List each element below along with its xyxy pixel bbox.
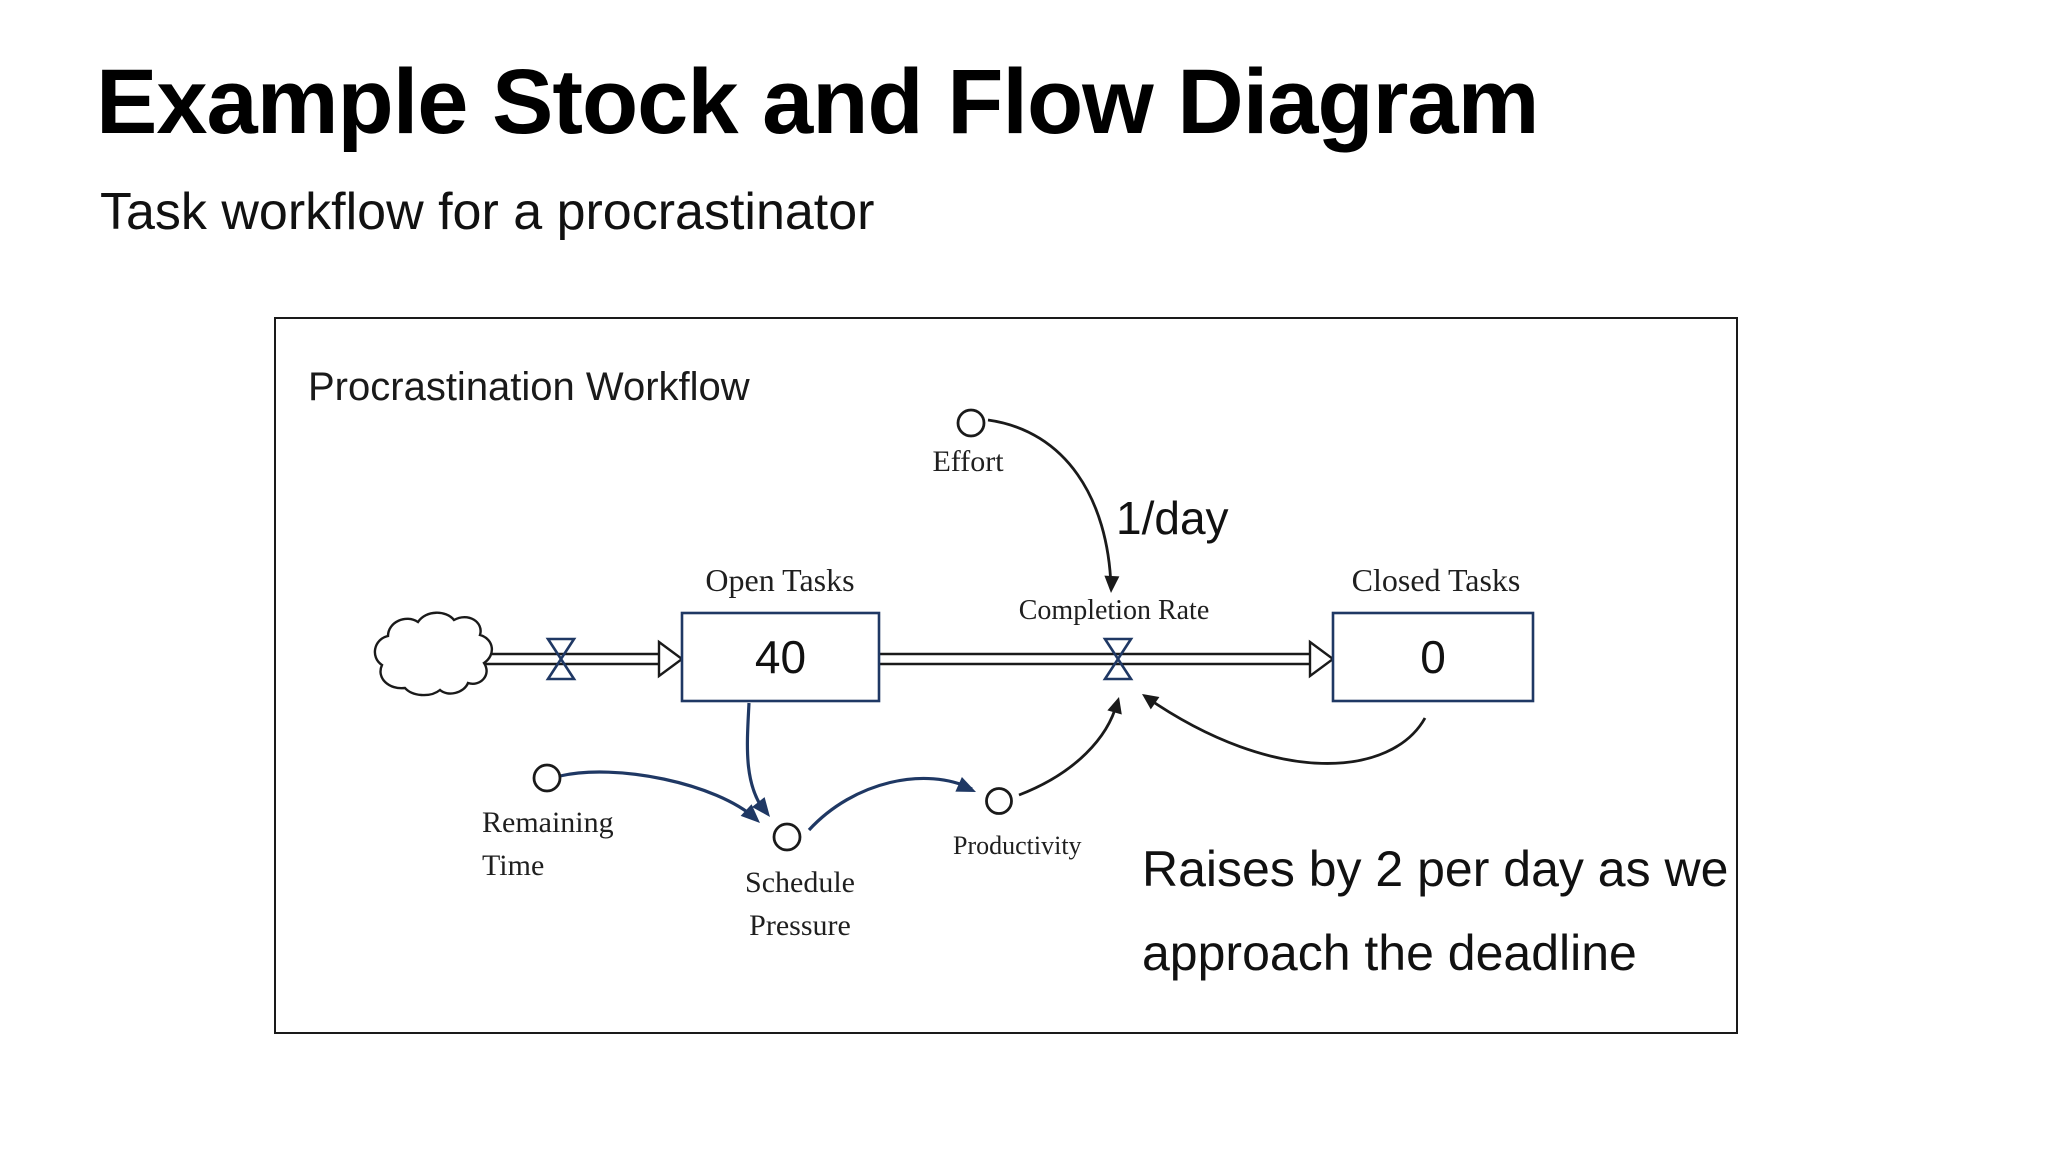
- inflow-valve-icon: [545, 637, 577, 681]
- closed-tasks-label: Closed Tasks: [1351, 562, 1521, 598]
- completion-rate-note: 1/day: [1116, 492, 1229, 544]
- schedule-pressure-label-line1: Schedule: [745, 866, 855, 899]
- slide-title: Example Stock and Flow Diagram: [96, 51, 1539, 153]
- schedule-pressure-label-line2: Pressure: [749, 909, 851, 942]
- closed-tasks-to-completion-arrow: [1142, 694, 1427, 765]
- productivity-node: [985, 787, 1013, 815]
- diagram-title: Procrastination Workflow: [308, 365, 750, 409]
- remaining-time-label: Remaining Time: [482, 801, 614, 887]
- schedule-pressure-to-productivity-arrow: [807, 776, 976, 832]
- remaining-time-node: [532, 763, 562, 793]
- open-tasks-label: Open Tasks: [705, 562, 855, 598]
- flow-arrowhead-into-closed: [1308, 639, 1336, 679]
- annotation-note: Raises by 2 per day as we approach the d…: [1142, 827, 1728, 995]
- annotation-line1: Raises by 2 per day as we: [1142, 841, 1729, 897]
- annotation-line2: approach the deadline: [1142, 925, 1637, 981]
- completion-rate-valve-icon: [1102, 637, 1134, 681]
- remaining-time-label-line1: Remaining: [482, 806, 614, 839]
- productivity-label: Productivity: [953, 831, 1082, 860]
- diagram-frame: Procrastination Workflow Open Tasks Clos…: [274, 317, 1738, 1034]
- closed-tasks-stock-box: [1331, 611, 1535, 703]
- remaining-time-label-line2: Time: [482, 849, 545, 882]
- effort-node: [956, 408, 986, 438]
- schedule-pressure-label: Schedule Pressure: [745, 861, 855, 947]
- effort-label: Effort: [932, 445, 1004, 478]
- slide-subtitle: Task workflow for a procrastinator: [100, 183, 875, 241]
- open-tasks-value: 40: [754, 631, 807, 683]
- flow-arrowhead-into-open: [657, 639, 685, 679]
- completion-rate-label: Completion Rate: [1018, 595, 1210, 626]
- effort-to-completion-arrow: [987, 418, 1120, 593]
- flow-pipe-open-to-closed: [879, 652, 1311, 666]
- stock-flow-canvas: [373, 408, 1535, 852]
- productivity-to-completion-arrow: [1018, 697, 1122, 797]
- open-tasks-stock-box: [680, 611, 881, 703]
- schedule-pressure-node: [772, 822, 802, 852]
- remaining-time-to-schedule-pressure-arrow: [559, 770, 760, 823]
- cloud-source-icon: [373, 611, 493, 697]
- flow-pipe-source-to-open: [477, 652, 660, 666]
- closed-tasks-value: 0: [1420, 631, 1446, 683]
- open-tasks-to-schedule-pressure-arrow: [745, 702, 770, 817]
